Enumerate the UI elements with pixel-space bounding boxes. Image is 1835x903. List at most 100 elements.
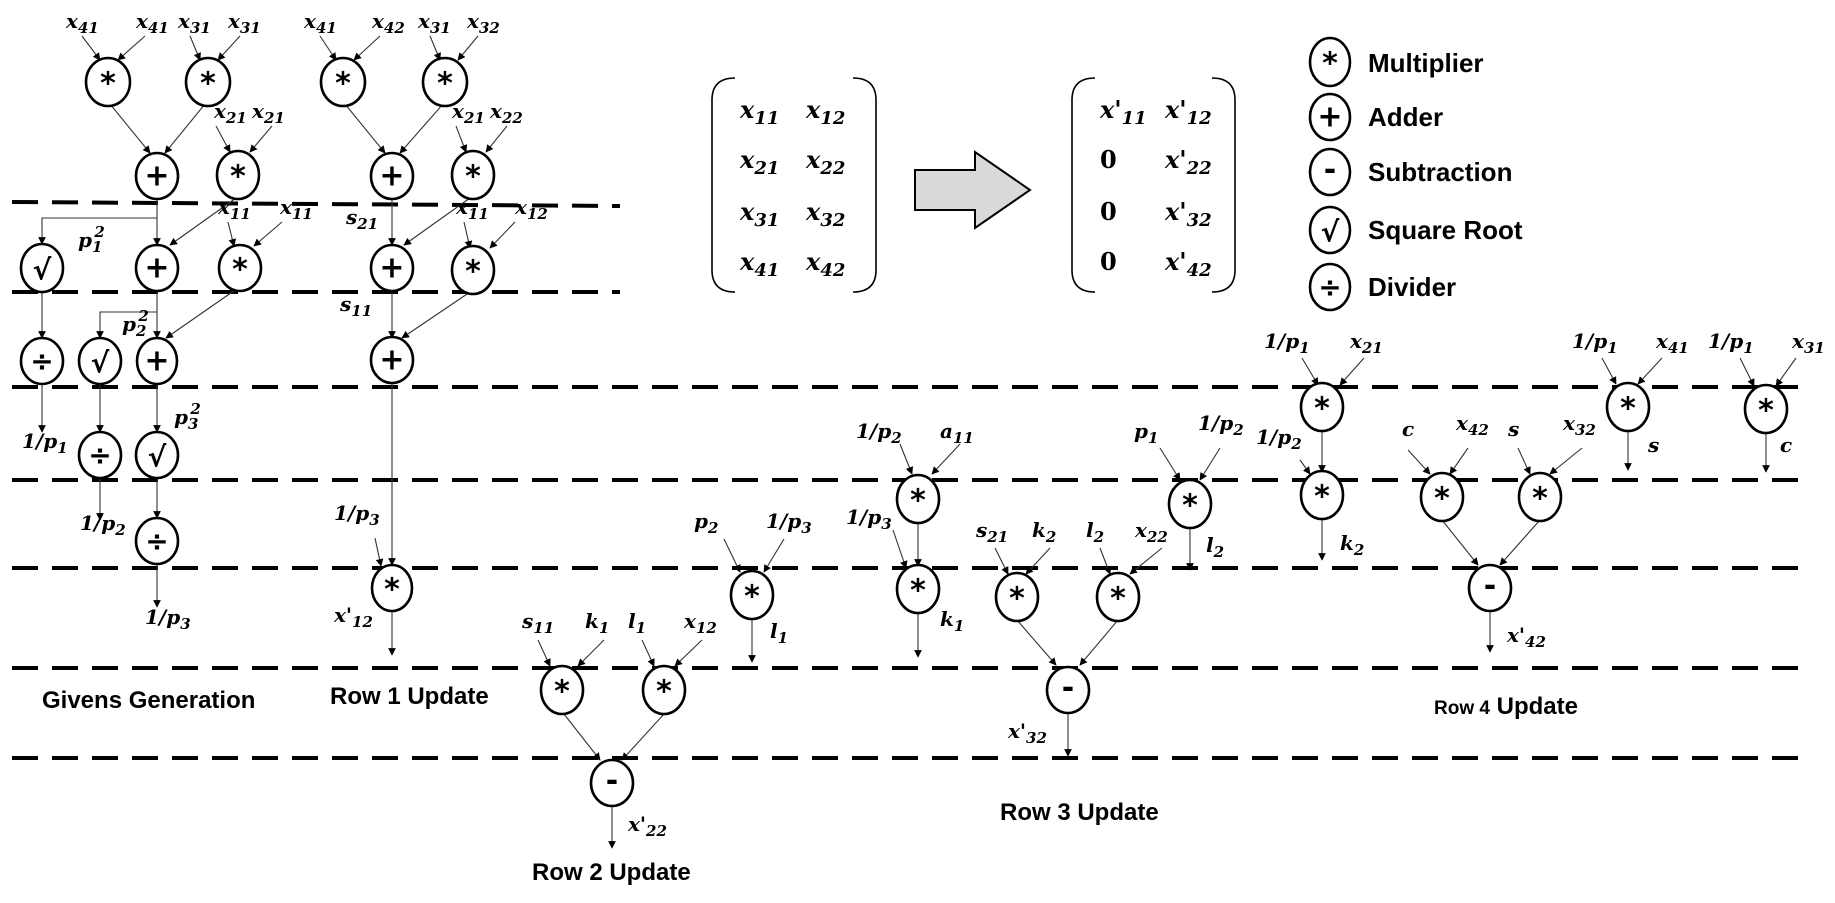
svg-text:*: * [465,255,481,290]
svg-text:x21: x21 [451,99,485,127]
svg-text:k2: k2 [1032,518,1056,546]
transform-arrow-icon [914,150,1032,230]
svg-text:p2: p2 [694,509,718,537]
matrix-cell: x11 [739,95,779,129]
svg-text:+: + [1317,100,1342,135]
svg-text:√: √ [1321,216,1340,249]
svg-text:x32: x32 [1562,411,1596,439]
mult-node: * [450,149,496,201]
svg-text:*: * [1434,482,1450,517]
mult-node: * [641,664,687,716]
svg-text:1/p3: 1/p3 [145,605,191,633]
svg-text:*: * [1620,392,1636,427]
mult-node: * [319,56,367,108]
legend-adder: + Adder [1308,92,1443,142]
svg-text:-: - [1062,671,1074,706]
svg-text:+: + [379,251,404,286]
svg-text:x41: x41 [303,9,337,37]
matrix-cell: x31 [739,197,779,231]
legend-subtraction: - Subtraction [1308,147,1512,197]
legend-multiplier: * Multiplier [1308,36,1484,88]
wires [38,35,1797,849]
divider-node: ÷ [134,516,180,566]
svg-text:1/p3: 1/p3 [766,509,812,537]
svg-text:*: * [554,675,570,710]
svg-text:*: * [100,67,116,102]
svg-text:x41: x41 [135,9,169,37]
mult-node: * [729,569,775,621]
svg-text:*: * [1182,489,1198,524]
matrix-cell: x22 [805,145,845,179]
svg-text:-: - [1324,153,1336,188]
svg-text:x11: x11 [279,195,313,223]
divider-node: ÷ [19,336,65,386]
svg-text:c: c [1780,433,1792,457]
divider-node: ÷ [77,430,123,480]
svg-text:*: * [384,573,400,608]
svg-text:÷: ÷ [88,439,111,472]
svg-text:s21: s21 [345,205,378,233]
mult-node: * [994,571,1040,623]
caption-row1: Row 1 Update [330,683,489,710]
stage-line-1 [11,200,621,208]
mult-node: * [895,473,941,525]
svg-text:*: * [1322,47,1338,82]
caption-row3: Row 3 Update [1000,799,1159,826]
svg-text:1/p2: 1/p2 [80,511,126,539]
svg-text:x31: x31 [227,9,261,37]
svg-text:s: s [1507,417,1519,441]
svg-text:x'22: x'22 [627,812,667,840]
subtract-node: - [589,758,635,808]
svg-text:*: * [656,675,672,710]
matrix-cell: x'22 [1164,145,1212,179]
mult-node: * [539,664,585,716]
svg-text:k1: k1 [940,607,964,635]
mult-node: * [1605,381,1651,433]
svg-text:k2: k2 [1340,531,1364,559]
svg-text:√: √ [148,441,167,474]
mult-node: * [421,56,469,108]
svg-text:÷: ÷ [30,345,53,378]
adder-node: + [369,151,415,201]
matrix-cell: x12 [805,95,845,129]
svg-text:*: * [1009,582,1025,617]
mult-node: * [215,149,261,201]
svg-text:-: - [606,764,618,799]
svg-text:Adder: Adder [1368,102,1443,132]
matrix-cell: 0 [1100,197,1117,226]
legend: * Multiplier + Adder - Subtraction √ Squ… [1308,36,1523,312]
svg-text:x42: x42 [371,9,405,37]
svg-text:x41: x41 [65,9,99,37]
svg-text:√: √ [91,347,110,380]
svg-text:x12: x12 [683,609,717,637]
op-nodes: * * + * √ + * ÷ √ + ÷ √ ÷ * * + * + * + … [19,56,1789,808]
sqrt-node: √ [134,430,180,480]
svg-text:s: s [1647,433,1659,457]
svg-text:x31: x31 [417,9,451,37]
caption-givens: Givens Generation [42,687,255,714]
matrix-cell: x21 [739,145,779,179]
adder-node: + [369,335,415,385]
svg-text:+: + [144,251,169,286]
matrix-cell: x'32 [1164,197,1212,231]
mult-node: * [1299,469,1345,521]
svg-text:1/p2: 1/p2 [856,419,902,447]
adder-node: + [134,243,180,293]
svg-text:*: * [200,67,216,102]
svg-text:+: + [379,159,404,194]
mult-node: * [1299,381,1345,433]
subtract-node: - [1467,563,1513,613]
svg-text:p32: p32 [174,400,201,433]
matrix-cell: x'11 [1099,95,1147,129]
svg-text:-: - [1484,569,1496,604]
svg-text:1/p1: 1/p1 [1264,329,1310,357]
svg-text:x21: x21 [251,99,285,127]
svg-text:x42: x42 [1455,411,1489,439]
svg-text:x41: x41 [1655,329,1689,357]
svg-text:+: + [144,159,169,194]
sqrt-node: √ [19,242,65,294]
svg-text:x22: x22 [489,99,523,127]
svg-text:*: * [910,574,926,609]
svg-text:x'12: x'12 [333,603,373,631]
